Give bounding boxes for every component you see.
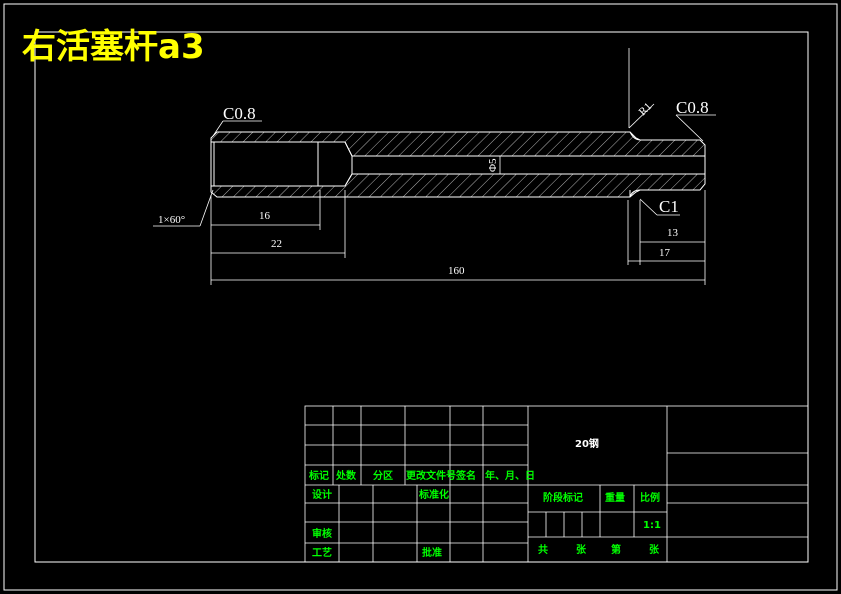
dim-13: 13 [667,227,679,239]
drawing-title: 右活塞杆a3 [22,27,205,67]
scale-value: 1:1 [643,520,661,531]
diameter-label: Φ5 [487,158,499,172]
review-label: 审核 [312,527,332,540]
header-zone: 分区 [373,469,393,482]
header-sign: 签名 [455,469,476,482]
dimension-lines [210,190,706,285]
process-label: 工艺 [312,546,332,559]
stage-mark-label: 阶段标记 [543,491,583,504]
chamfer-left-label: C0.8 [223,104,256,123]
header-date: 年、月、日 [485,469,535,482]
design-label: 设计 [312,488,332,501]
approve-label: 批准 [422,546,442,559]
title-block [304,405,809,563]
header-count: 处数 [335,469,357,482]
hole-chamfer-label: 1×60° [158,214,185,226]
radius-label: R1 [637,101,655,119]
chamfer-c1-label: C1 [659,197,679,216]
total-label: 共 [538,543,548,556]
material-label: 20钢 [575,437,599,450]
outer-frame [3,3,838,591]
page-label: 第 [611,543,621,556]
standardize-label: 标准化 [418,488,449,501]
header-mark: 标记 [308,469,329,482]
part-section [210,131,706,198]
weight-label: 重量 [605,491,625,504]
chamfer-right-label: C0.8 [676,98,709,117]
dim-22: 22 [271,238,282,250]
sheets-label: 张 [576,543,587,556]
scale-label: 比例 [640,491,660,504]
header-doc-no: 更改文件号 [406,469,456,482]
dim-160: 160 [448,265,465,277]
sheet-label: 张 [649,543,660,556]
dim-16: 16 [259,210,271,222]
dim-17: 17 [659,247,671,259]
